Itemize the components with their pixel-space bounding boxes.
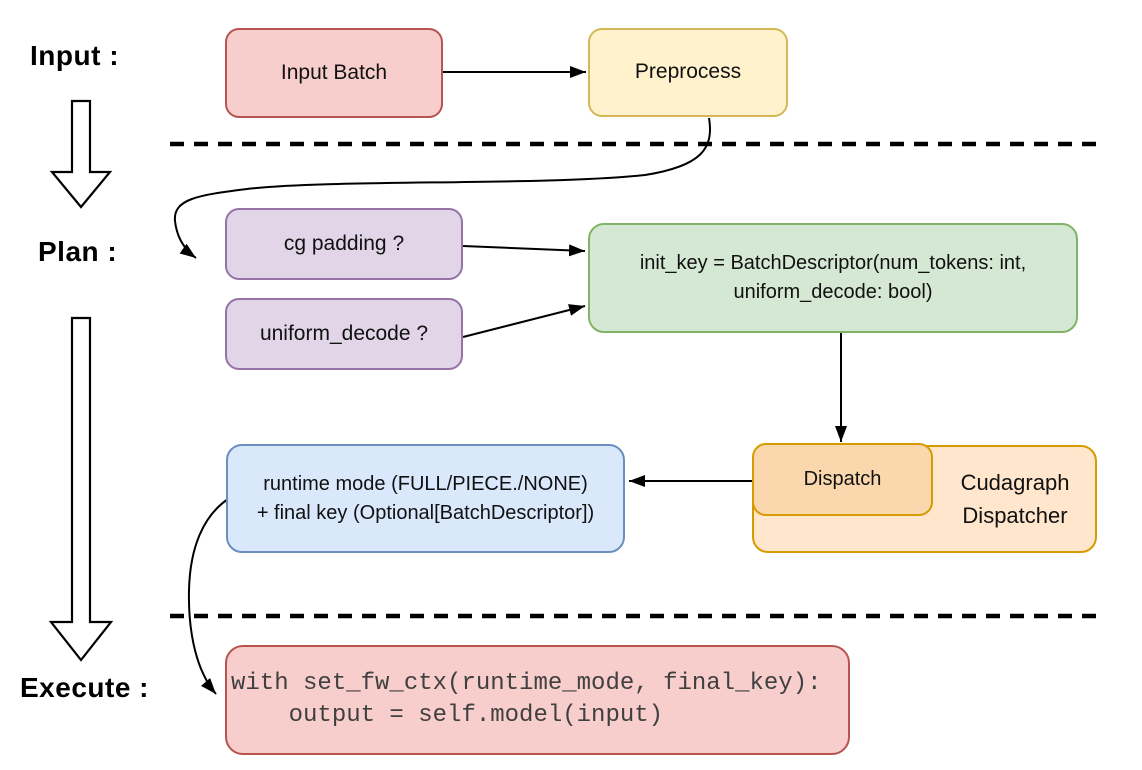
node-dispatch: Dispatch <box>752 443 933 516</box>
arrow-runtime-to-execute <box>187 498 229 695</box>
stage-label-plan: Plan : <box>38 236 118 267</box>
node-input-batch-label: Input Batch <box>280 60 388 84</box>
node-dispatch-label: Dispatch <box>803 468 882 490</box>
node-uniform-decode: uniform_decode ? <box>225 298 463 370</box>
arrow-uniformdecode-to-initkey <box>462 304 586 338</box>
node-cudagraph-dispatcher-label: Cudagraph Dispatcher <box>960 470 1070 528</box>
node-runtime-mode-label: runtime mode (FULL/PIECE./NONE) + final … <box>256 472 595 524</box>
stage-arrow-plan-to-execute-icon <box>48 316 114 662</box>
node-runtime-mode: runtime mode (FULL/PIECE./NONE) + final … <box>226 444 625 553</box>
stage-label-input: Input : <box>30 40 120 71</box>
node-init-key: init_key = BatchDescriptor(num_tokens: i… <box>588 223 1078 333</box>
node-cg-padding: cg padding ? <box>225 208 463 280</box>
node-execute-code: with set_fw_ctx(runtime_mode, final_key)… <box>225 645 850 755</box>
node-cg-padding-label: cg padding ? <box>283 231 405 255</box>
node-preprocess-label: Preprocess <box>634 60 742 84</box>
node-input-batch: Input Batch <box>225 28 443 118</box>
node-uniform-decode-label: uniform_decode ? <box>259 321 429 345</box>
node-init-key-label: init_key = BatchDescriptor(num_tokens: i… <box>639 252 1027 303</box>
node-execute-code-label: with set_fw_ctx(runtime_mode, final_key)… <box>231 670 822 729</box>
stage-arrow-input-to-plan-icon <box>49 99 113 209</box>
arrow-cgpadding-to-initkey <box>462 244 586 257</box>
stage-label-execute: Execute : <box>20 672 149 703</box>
node-preprocess: Preprocess <box>588 28 788 117</box>
arrow-preprocess-to-cgpadding <box>173 117 711 259</box>
